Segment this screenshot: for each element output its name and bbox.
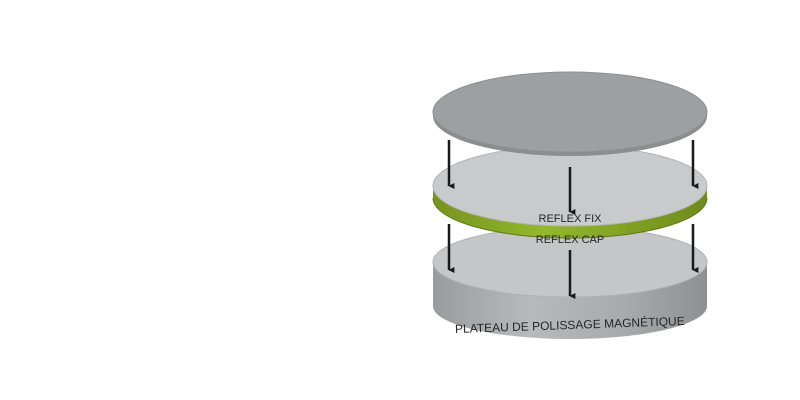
top-disc-surface bbox=[432, 71, 708, 153]
reflex-cap-label: REFLEX CAP bbox=[536, 234, 604, 246]
arrows-lower bbox=[447, 224, 699, 299]
reflex-cap-edge bbox=[432, 197, 708, 239]
top-disc bbox=[432, 71, 708, 156]
arrows-upper bbox=[447, 140, 699, 215]
reflex-fix-label: REFLEX FIX bbox=[539, 213, 603, 225]
